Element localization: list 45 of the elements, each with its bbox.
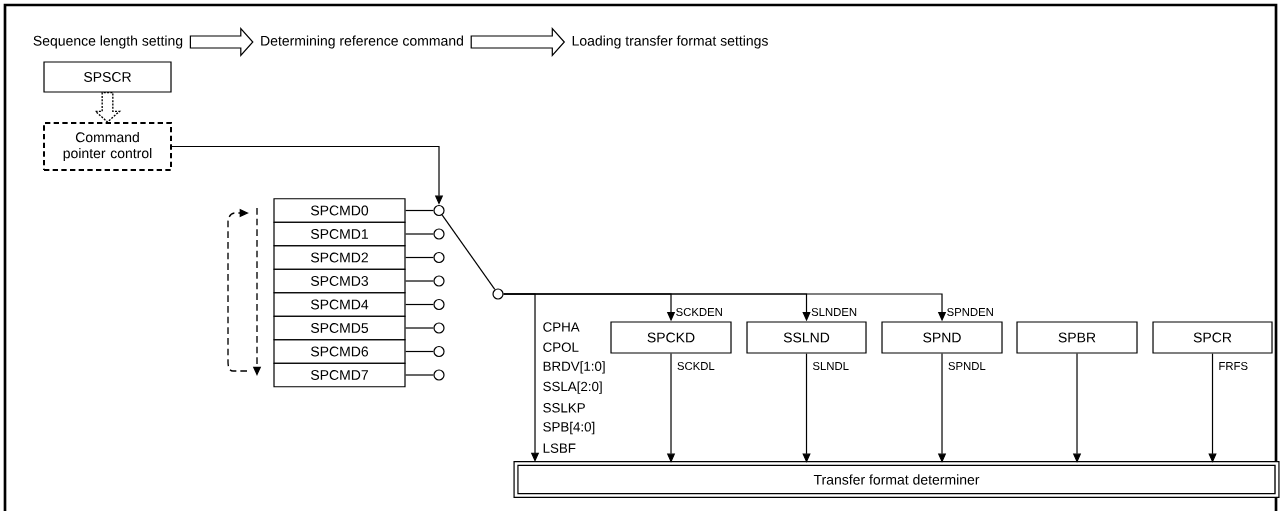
connector-line: [441, 214, 496, 291]
block-arrow: [189, 27, 254, 57]
control-box: Command pointer control: [43, 122, 172, 171]
field-label: SSLA[2:0]: [543, 381, 602, 394]
connector-line: [405, 209, 434, 212]
register-box: SPSCR: [43, 61, 172, 93]
edge-label: SLNDL: [812, 362, 849, 370]
register-box: SPCMD7: [273, 362, 406, 388]
register-box: SPCR: [1152, 321, 1273, 354]
connector-line: [405, 327, 434, 329]
edge-label: SCKDEN: [676, 308, 722, 316]
edge-label: FRFS: [1219, 362, 1248, 370]
register-box: SPCMD3: [273, 268, 406, 294]
register-box: SPND: [881, 321, 1003, 354]
edge-label: SPNDL: [948, 362, 986, 370]
register-box: SPCMD6: [273, 339, 406, 364]
field-label: CPHA: [543, 322, 580, 332]
register-box: SPCMD1: [273, 221, 406, 247]
connector-line: [405, 233, 434, 235]
block-arrow: [470, 27, 566, 57]
register-box: SPCMD5: [273, 315, 406, 341]
block-arrow: [93, 91, 122, 123]
register-box: SPCMD4: [273, 292, 406, 317]
connector-line: [405, 350, 434, 353]
connector-line: [405, 374, 434, 376]
field-label: SSLKP: [543, 403, 585, 413]
register-box: SPCKD: [610, 321, 732, 354]
register-box: SPBR: [1016, 321, 1138, 354]
edge-label: SLNDEN: [811, 308, 857, 316]
register-box: SPCMD2: [273, 245, 406, 270]
step-text: Determining reference command: [261, 35, 463, 49]
step-text: Sequence length setting: [33, 35, 183, 49]
connector-line: [405, 256, 434, 259]
field-label: BRDV[1:0]: [543, 361, 605, 374]
determiner-box: Transfer format determiner: [513, 460, 1280, 499]
connector-line: [405, 280, 434, 282]
field-label: LSBF: [543, 443, 576, 453]
edge-label: SPNDEN: [947, 308, 993, 316]
edge-label: SCKDL: [677, 362, 715, 370]
field-label: CPOL: [543, 342, 579, 352]
register-box: SSLND: [746, 321, 867, 354]
connector-line: [405, 303, 434, 306]
step-text: Loading transfer format settings: [572, 35, 768, 49]
field-label: SPB[4:0]: [543, 421, 595, 435]
register-box: SPCMD0: [273, 198, 406, 223]
